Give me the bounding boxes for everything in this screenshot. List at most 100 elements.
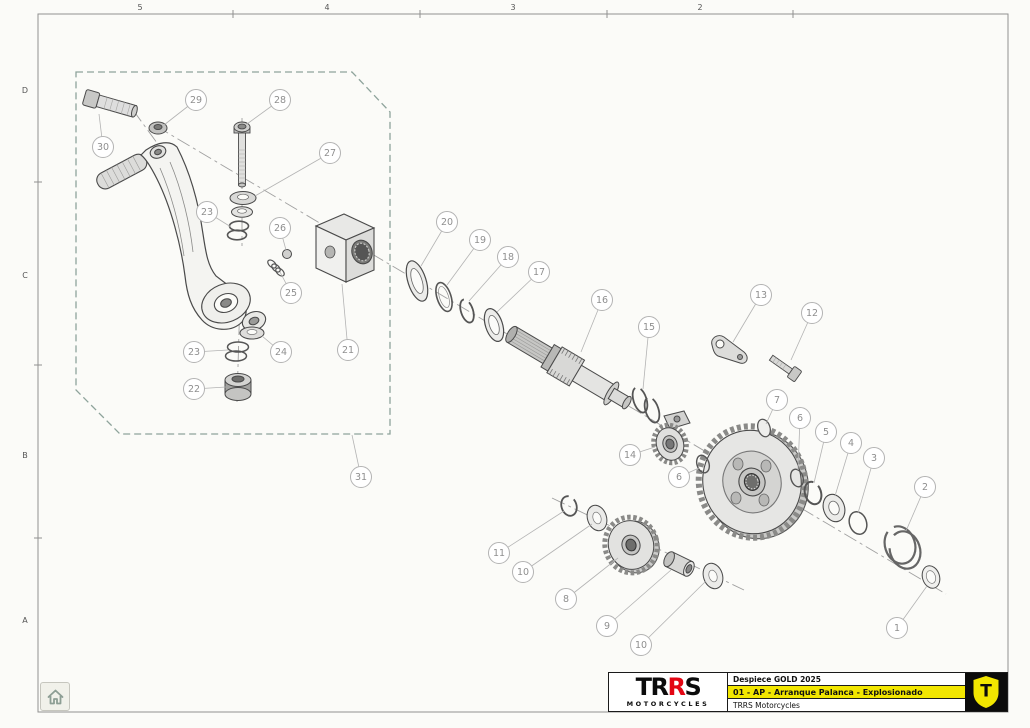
part-washer-10a [586, 504, 608, 532]
balloon-12[interactable]: 12 [790, 302, 823, 361]
part-rings-23-lower [224, 341, 250, 362]
svg-text:15: 15 [643, 322, 655, 333]
svg-text:6: 6 [676, 472, 682, 483]
svg-text:21: 21 [342, 345, 354, 356]
svg-text:28: 28 [274, 95, 286, 106]
svg-text:4: 4 [848, 438, 854, 449]
balloon-18[interactable]: 18 [468, 246, 519, 302]
svg-text:23: 23 [201, 207, 213, 218]
svg-text:1: 1 [894, 623, 900, 634]
balloon-26[interactable]: 26 [269, 217, 291, 251]
grid-label-4: 4 [324, 3, 329, 12]
balloon-8[interactable]: 8 [555, 557, 619, 610]
balloon-6[interactable]: 6 [668, 466, 700, 488]
part-ring-19 [435, 281, 453, 313]
part-spring-clip-2 [883, 525, 922, 570]
part-rings-15 [631, 386, 661, 424]
part-kickshaft-block-21 [314, 213, 376, 283]
balloon-27[interactable]: 27 [254, 142, 341, 197]
part-spring-25 [267, 259, 285, 277]
balloon-11[interactable]: 11 [488, 510, 565, 564]
balloon-10[interactable]: 10 [630, 580, 707, 656]
balloon-23[interactable]: 23 [196, 201, 232, 228]
svg-text:2: 2 [922, 482, 928, 493]
svg-text:17: 17 [533, 267, 545, 278]
part-pivot-washer-29 [148, 121, 168, 135]
balloon-19[interactable]: 19 [446, 229, 491, 286]
part-washer-10b [702, 562, 724, 590]
title-block: TRRS MOTORCYCLES Despiece GOLD 2025 01 -… [608, 672, 1008, 712]
svg-text:18: 18 [502, 252, 514, 263]
grid-label-2: 2 [697, 3, 702, 12]
detail-view-boundary [75, 71, 391, 435]
part-kickstart-shaft-16 [505, 325, 632, 410]
svg-text:29: 29 [190, 95, 202, 106]
logo-part-1: TR [635, 673, 669, 702]
balloon-31[interactable]: 31 [350, 434, 372, 488]
balloon-28[interactable]: 28 [246, 89, 291, 125]
balloon-16[interactable]: 16 [580, 289, 613, 353]
balloon-3[interactable]: 3 [857, 447, 885, 514]
svg-text:16: 16 [596, 295, 608, 306]
part-washer-stack-27 [229, 191, 257, 218]
trrs-shield-emblem: T [965, 673, 1007, 711]
svg-text:3: 3 [871, 453, 877, 464]
svg-text:8: 8 [563, 594, 569, 605]
svg-text:T: T [980, 682, 992, 702]
balloon-22[interactable]: 22 [183, 378, 227, 400]
balloon-4[interactable]: 4 [834, 432, 862, 497]
home-icon [47, 689, 63, 704]
part-washer-17 [483, 308, 505, 342]
svg-text:6: 6 [797, 413, 803, 424]
grid-label-D: D [22, 86, 28, 95]
balloon-21[interactable]: 21 [337, 283, 359, 361]
trrs-logo-subtitle: MOTORCYCLES [626, 699, 710, 708]
part-pawl-13 [711, 335, 748, 364]
balloon-13[interactable]: 13 [732, 284, 772, 343]
title-block-company: TRRS Motorcycles [733, 700, 800, 710]
balloon-5[interactable]: 5 [813, 421, 837, 484]
trrs-logo: TRRS MOTORCYCLES [609, 673, 728, 711]
grid-label-3: 3 [510, 3, 515, 12]
balloon-10[interactable]: 10 [512, 523, 593, 583]
svg-text:31: 31 [355, 472, 367, 483]
svg-text:22: 22 [188, 384, 200, 395]
balloon-7[interactable]: 7 [765, 389, 788, 425]
svg-text:24: 24 [275, 347, 287, 358]
balloon-24[interactable]: 24 [261, 335, 292, 363]
part-ball-26 [282, 249, 292, 259]
balloon-25[interactable]: 25 [279, 271, 302, 304]
part-washer-1 [921, 565, 941, 589]
balloon-6[interactable]: 6 [789, 407, 811, 471]
balloon-29[interactable]: 29 [163, 89, 207, 126]
grid-label-B: B [22, 451, 28, 460]
balloon-30[interactable]: 30 [92, 113, 114, 158]
svg-text:13: 13 [755, 290, 767, 301]
part-ratchet-gear-14 [651, 410, 691, 466]
balloon-17[interactable]: 17 [496, 261, 550, 313]
drawing-frame [34, 10, 1009, 713]
shield-icon: T [973, 676, 999, 708]
balloon-2[interactable]: 2 [905, 476, 936, 532]
svg-text:25: 25 [285, 288, 297, 299]
balloon-9[interactable]: 9 [596, 569, 672, 637]
part-ring-7 [757, 418, 771, 438]
balloon-1[interactable]: 1 [886, 585, 928, 639]
svg-text:10: 10 [635, 640, 647, 651]
svg-text:23: 23 [188, 347, 200, 358]
part-bushing-22 [224, 373, 252, 401]
part-bolt-28 [233, 121, 251, 188]
part-washer-4 [822, 493, 846, 523]
part-kick-lever [96, 142, 267, 332]
balloon-20[interactable]: 20 [420, 211, 458, 267]
balloon-14[interactable]: 14 [619, 444, 656, 466]
grid-label-C: C [22, 271, 28, 280]
trrs-logo-word: TRRS [635, 673, 702, 702]
home-button[interactable] [40, 682, 70, 711]
balloon-23[interactable]: 23 [183, 341, 229, 363]
balloon-15[interactable]: 15 [638, 316, 660, 390]
